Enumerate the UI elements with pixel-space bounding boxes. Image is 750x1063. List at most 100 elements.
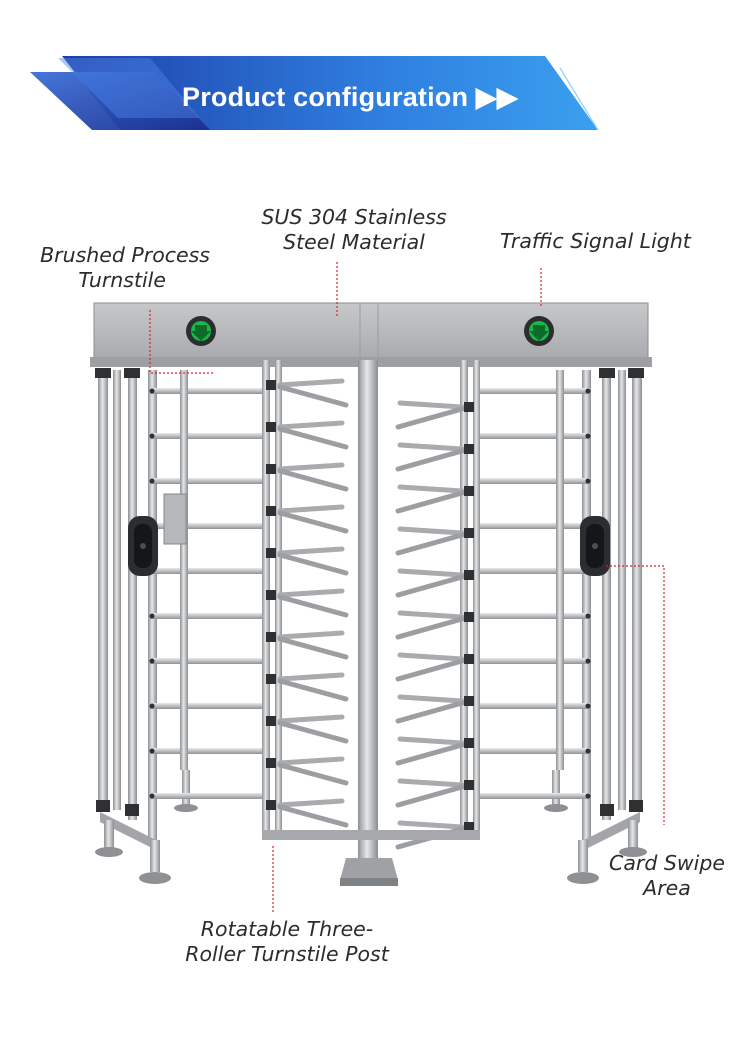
rotor-arm xyxy=(395,532,465,556)
fence-bar-cap xyxy=(149,703,155,709)
fence-bar xyxy=(150,523,262,529)
rotor-arm xyxy=(277,762,349,786)
callout-card-line2: Area xyxy=(643,876,691,900)
right-frame xyxy=(544,368,647,884)
callout-signal-line1: Traffic Signal Light xyxy=(500,229,691,253)
rotor-hub xyxy=(266,506,276,516)
rotor-arm xyxy=(277,714,345,724)
rotor-arm xyxy=(277,504,345,514)
rotor-arm xyxy=(277,804,349,828)
center-post xyxy=(262,360,480,886)
rotor-arm xyxy=(397,778,465,788)
fence-bar xyxy=(150,388,262,394)
fence-bar-cap xyxy=(149,748,155,754)
fence-bar xyxy=(150,613,262,619)
rotor-arm xyxy=(397,400,465,410)
rotor-hub xyxy=(464,696,474,706)
callout-line-brushed xyxy=(149,310,214,374)
rotor-hub xyxy=(266,800,276,810)
callout-sus304-line1: SUS 304 Stainless xyxy=(261,205,447,229)
fence-bar-cap xyxy=(585,613,591,619)
card-reader-icon xyxy=(128,493,187,576)
rotor-arm xyxy=(397,610,465,620)
fence-bar xyxy=(150,793,262,799)
callout-brushed-line1: Brushed Process xyxy=(40,243,210,267)
fence-bar-cap xyxy=(585,478,591,484)
rotor-hub xyxy=(266,632,276,642)
fence-bar xyxy=(150,478,262,484)
rotor-arm xyxy=(397,568,465,578)
rotor-hub xyxy=(464,738,474,748)
fence-bar xyxy=(478,523,590,529)
fence-bar xyxy=(478,568,590,574)
rotor-arm xyxy=(397,442,465,452)
rotor-hub xyxy=(266,548,276,558)
rotor-hub xyxy=(266,464,276,474)
rotor-hub xyxy=(266,590,276,600)
rotor-arm xyxy=(277,546,345,556)
fence-bar xyxy=(478,613,590,619)
callout-traffic-signal: Traffic Signal Light xyxy=(500,229,691,254)
rotor-arm xyxy=(277,468,349,492)
fence-bar xyxy=(478,433,590,439)
rotor-arm xyxy=(397,652,465,662)
green-down-arrow-icon xyxy=(524,316,554,346)
banner-arrows-icon: ▶▶ xyxy=(475,82,518,112)
fence-bar-cap xyxy=(585,388,591,394)
rotor-arm xyxy=(277,588,345,598)
rotor-arm xyxy=(395,742,465,766)
fence-bar xyxy=(478,478,590,484)
fence-bar-cap xyxy=(585,658,591,664)
fence-bar-cap xyxy=(149,613,155,619)
green-down-arrow-icon xyxy=(186,316,216,346)
rotor-arm xyxy=(397,526,465,536)
rotor-hub xyxy=(464,654,474,664)
callout-sus304: SUS 304 Stainless Steel Material xyxy=(244,205,464,255)
rotor-arm xyxy=(277,720,349,744)
rotor-arm xyxy=(395,700,465,724)
fence-bar xyxy=(150,703,262,709)
rotor-arm xyxy=(397,736,465,746)
fence-bar xyxy=(150,433,262,439)
left-fence-bars xyxy=(149,370,262,799)
callout-line-card xyxy=(606,565,665,825)
fence-bar xyxy=(478,658,590,664)
rotor-arm xyxy=(277,594,349,618)
fence-bar-cap xyxy=(585,703,591,709)
fence-bar xyxy=(478,748,590,754)
header-banner: Product configuration ▶▶ xyxy=(0,0,750,150)
rotor-arm xyxy=(395,658,465,682)
rotor-hub xyxy=(266,422,276,432)
fence-bar xyxy=(150,568,262,574)
fence-bar-cap xyxy=(149,433,155,439)
fence-bar-cap xyxy=(149,388,155,394)
rotor-arm xyxy=(397,820,465,830)
rotor-hub xyxy=(464,444,474,454)
rotor-arm xyxy=(277,552,349,576)
rotor-hub xyxy=(464,822,474,832)
callout-brushed-process: Brushed Process Turnstile xyxy=(20,243,210,293)
rotor-hub xyxy=(266,716,276,726)
left-rotor-post xyxy=(262,360,349,836)
turnstile-illustration xyxy=(90,262,665,912)
callout-brushed-line2: Turnstile xyxy=(78,268,166,292)
callout-roller-line2: Roller Turnstile Post xyxy=(185,942,389,966)
rotor-arm xyxy=(397,484,465,494)
rotor-hub xyxy=(266,380,276,390)
banner-title: Product configuration ▶▶ xyxy=(182,82,518,113)
callout-sus304-line2: Steel Material xyxy=(283,230,425,254)
callout-rotatable-post: Rotatable Three- Roller Turnstile Post xyxy=(160,917,414,967)
rotor-arm xyxy=(395,574,465,598)
fence-bar xyxy=(150,658,262,664)
rotor-arm xyxy=(277,756,345,766)
rotor-arm xyxy=(395,448,465,472)
rotor-hub xyxy=(464,570,474,580)
banner-shape xyxy=(30,56,599,131)
card-reader-icon xyxy=(580,516,610,576)
fence-bar-cap xyxy=(149,478,155,484)
fence-bar-cap xyxy=(585,793,591,799)
callout-card-line1: Card Swipe xyxy=(609,851,725,875)
fence-bar-cap xyxy=(149,658,155,664)
rotor-arm xyxy=(277,426,349,450)
rotor-hub xyxy=(464,486,474,496)
